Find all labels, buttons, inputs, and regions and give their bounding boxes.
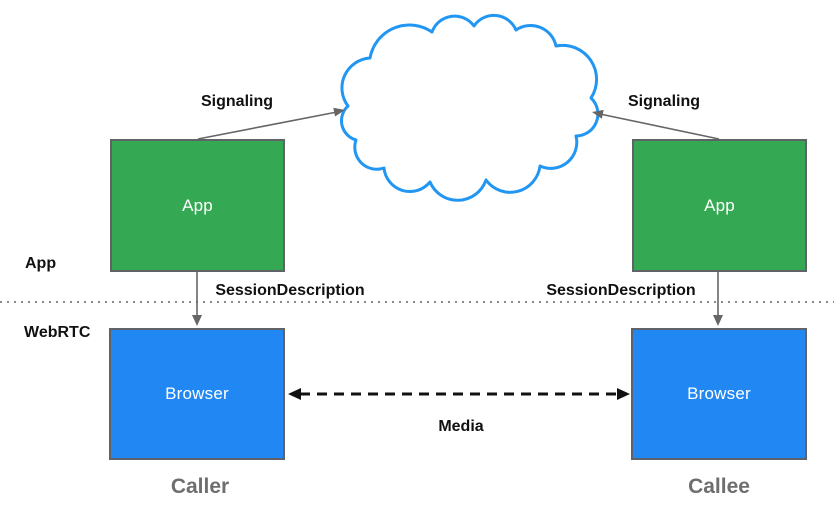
browser-box-caller-label: Browser — [165, 384, 229, 403]
session-arrow-caller — [192, 272, 202, 326]
browser-box-caller: Browser — [109, 328, 285, 460]
layer-label-webrtc: WebRTC — [24, 324, 91, 341]
signaling-label-caller: Signaling — [201, 93, 273, 110]
app-box-caller: App — [110, 139, 285, 272]
signaling-label-callee: Signaling — [628, 93, 700, 110]
app-box-caller-label: App — [182, 195, 213, 215]
layer-label-app: App — [25, 255, 57, 272]
media-label: Media — [438, 418, 484, 435]
caller-label: Caller — [170, 475, 230, 498]
app-box-callee-label: App — [704, 195, 735, 215]
media-arrow — [288, 388, 630, 400]
signaling-arrow-callee — [592, 109, 720, 140]
session-arrow-callee — [713, 272, 723, 326]
browser-box-callee: Browser — [631, 328, 807, 460]
session-label-callee: SessionDescription — [546, 282, 696, 299]
app-box-callee: App — [632, 139, 807, 272]
callee-label: Callee — [688, 475, 750, 498]
session-label-caller: SessionDescription — [215, 282, 365, 299]
signaling-arrow-caller — [197, 107, 345, 140]
browser-box-callee-label: Browser — [687, 384, 751, 403]
internet-cloud-shape — [340, 13, 600, 202]
